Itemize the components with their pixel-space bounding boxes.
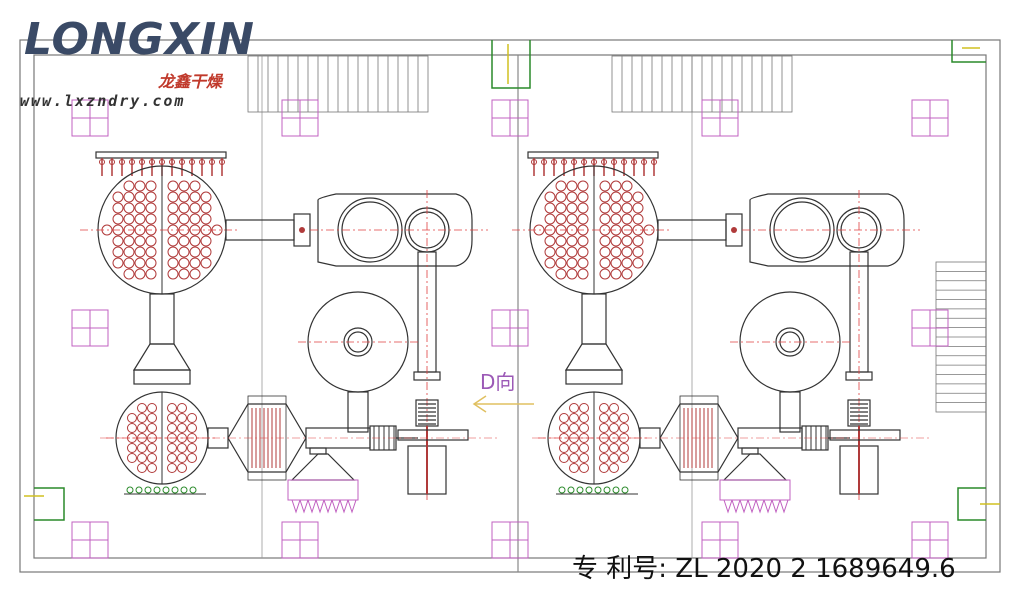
staircases	[247, 55, 987, 413]
company-logo: LONGXIN 龙鑫干燥 www.lxzndry.com	[18, 10, 268, 115]
dryer-unit-left	[80, 151, 500, 514]
dryer-unit-right	[512, 151, 932, 514]
logo-brand-text: LONGXIN	[24, 14, 255, 65]
direction-arrow	[472, 395, 534, 413]
yellow-markers	[24, 44, 1000, 505]
patent-number: 专 利号: ZL 2020 2 1689649.6	[572, 554, 956, 584]
logo-url: www.lxzndry.com	[20, 92, 186, 110]
column-markers	[71, 99, 949, 559]
door-markers	[34, 40, 986, 521]
direction-label: D向	[480, 370, 516, 394]
logo-brand-cn: 龙鑫干燥	[158, 72, 223, 91]
